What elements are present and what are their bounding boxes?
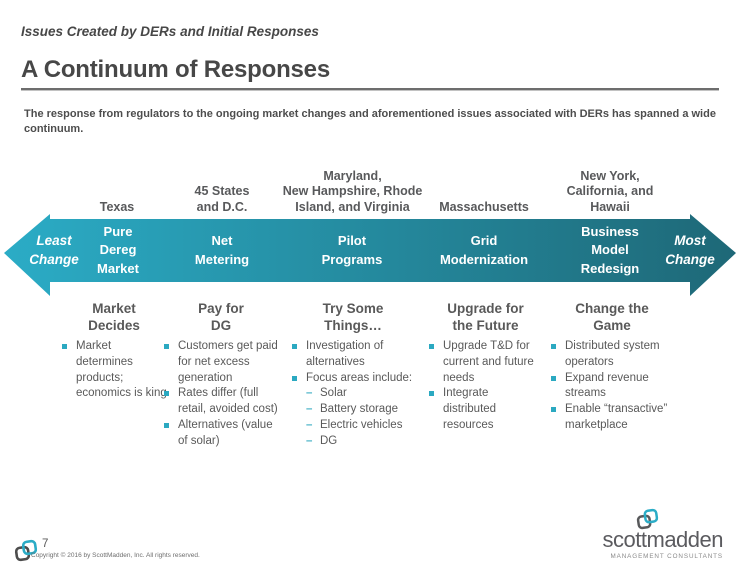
list-item: Investigation of alternatives [290,339,416,371]
scottmadden-logo-icon [636,508,659,530]
column-change-the-game: Change the Game Distributed system opera… [549,301,675,434]
column-header: Try Some Things… [322,301,384,333]
column-upgrade-future: Upgrade for the Future Upgrade T&D for c… [427,301,544,434]
column-header: Upgrade for the Future [447,301,524,333]
copyright-text: Copyright © 2016 by ScottMadden, Inc. Al… [31,551,200,559]
column-header: Pay for DG [198,301,244,333]
band-label-business-model: Business Model Redesign [580,223,640,276]
column-header: Change the Game [575,301,649,333]
list-item: Customers get paid for net excess genera… [162,339,280,386]
list-item: Enable “transactive” marketplace [549,402,675,434]
state-label-mid-atlantic: Maryland, New Hampshire, Rhode Island, a… [282,168,423,214]
band-label-pure-dereg: Pure Dereg Market [97,223,139,276]
state-label-massachusetts: Massachusetts [439,199,529,214]
list-item: Distributed system operators [549,339,675,371]
brand-wordmark: scottmadden [602,527,724,552]
sub-list-item: Electric vehicles [290,418,416,434]
page-number: 7 [42,538,49,550]
title-divider [21,88,719,91]
sub-list-item: Battery storage [290,402,416,418]
page-title: A Continuum of Responses [21,56,330,83]
brand-tagline: MANAGEMENT CONSULTANTS [610,553,723,560]
scottmadden-mark-icon [14,539,38,562]
state-label-45-states: 45 States and D.C. [194,184,250,214]
continuum-arrow [4,214,736,296]
column-header: Market Decides [88,301,140,333]
column-market-decides: Market Decides Market determines product… [60,301,168,402]
arrow-label-most-change: Most Change [665,233,715,267]
list-item: Expand revenue streams [549,371,675,403]
list-item: Focus areas include: [290,371,416,387]
column-pay-for-dg: Pay for DG Customers get paid for net ex… [162,301,280,450]
sub-list-item: Solar [290,386,416,402]
band-label-pilot-programs: Pilot Programs [321,233,383,267]
state-label-texas: Texas [99,199,135,214]
list-item: Upgrade T&D for current and future needs [427,339,544,386]
sub-list-item: DG [290,434,416,450]
band-label-grid-modernization: Grid Modernization [439,233,529,267]
list-item: Alternatives (value of solar) [162,418,280,450]
arrow-label-least-change: Least Change [29,233,79,267]
state-label-ny-ca-hi: New York, California, and Hawaii [566,168,654,214]
column-try-some-things: Try Some Things… Investigation of altern… [290,301,416,450]
list-item: Integrate distributed resources [427,386,544,433]
intro-text: The response from regulators to the ongo… [24,108,716,135]
slide-eyebrow: Issues Created by DERs and Initial Respo… [21,24,319,39]
band-label-net-metering: Net Metering [194,233,250,267]
list-item: Rates differ (full retail, avoided cost) [162,386,280,418]
list-item: Market determines products; economics is… [60,339,168,402]
arrow-shape [4,214,736,296]
